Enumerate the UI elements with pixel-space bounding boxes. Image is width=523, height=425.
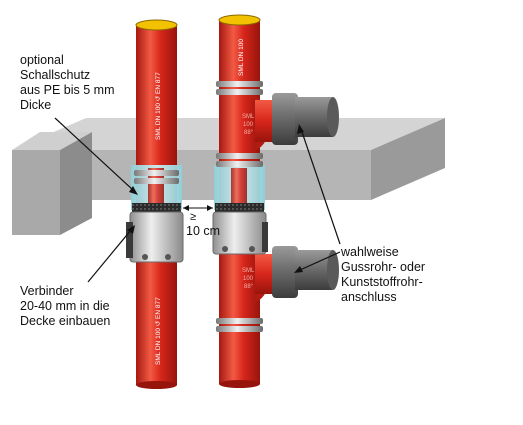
branch-lower-print-2: 100 xyxy=(243,276,254,282)
left-coupling xyxy=(126,203,184,263)
leader-verbinder xyxy=(87,229,132,283)
leader-anschluss-upper xyxy=(301,131,341,245)
right-top-pipe-print: SML DN 100 xyxy=(238,39,245,76)
right-coupling xyxy=(212,203,268,255)
pipe-markings: SML DN 100 ↺ EN 877 SML DN 100 ↺ EN 877 … xyxy=(155,39,245,365)
branch-lower-print-3: 88° xyxy=(244,284,254,290)
lower-branch-fitting xyxy=(255,246,339,302)
branch-upper-print-2: 100 xyxy=(243,122,254,128)
schallschutz-label: optional Schallschutz aus PE bis 5 mm Di… xyxy=(20,53,115,112)
branch-upper-print-1: SML xyxy=(242,114,255,120)
leader-schallschutz xyxy=(54,117,134,191)
branch-upper-print-3: 88° xyxy=(244,130,254,136)
upper-branch-fitting xyxy=(255,93,339,150)
branch-lower-print-1: SML xyxy=(242,268,255,274)
gap-dimension-arrow xyxy=(183,205,213,211)
verbinder-label: Verbinder 20-40 mm in die Decke einbauen xyxy=(20,284,111,328)
anschluss-label: wahlweise Gussrohr- oder Kunststoffrohr-… xyxy=(341,245,426,304)
leader-lines xyxy=(54,117,341,283)
leader-anschluss-lower xyxy=(299,251,341,271)
left-upper-pipe-print: SML DN 100 ↺ EN 877 xyxy=(155,72,162,140)
left-lower-pipe-print: SML DN 100 ↺ EN 877 xyxy=(155,297,162,365)
branch-markings: SML 100 88° SML 100 88° xyxy=(242,114,255,290)
right-insulation-sleeve xyxy=(214,165,265,210)
gap-value-label: 10 cm xyxy=(186,224,221,238)
gap-symbol-label: ≥ xyxy=(190,211,197,223)
left-pipe-rings xyxy=(134,170,179,184)
right-pipe-rings xyxy=(216,81,263,332)
